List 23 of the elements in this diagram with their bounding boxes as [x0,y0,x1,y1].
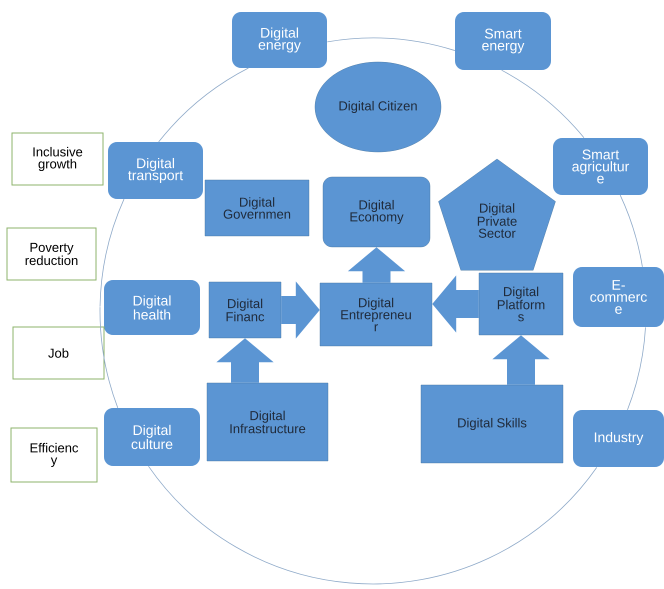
outcome-box: Poverty reduction [6,228,96,280]
process-box: Digital Skills [420,384,564,464]
ring-line [620,194,643,268]
rounded-box: E- commerc e [573,266,664,327]
process-box: Digital Infrastructure [206,382,328,462]
ring-line [627,326,646,410]
process-box: Digital Governmen [204,180,310,236]
rounded-box: Digital transport [108,142,203,199]
ring-line [100,198,124,308]
ring-line [158,68,249,142]
outcome-box: Inclusive growth [12,132,104,186]
rounded-box: Digital energy [232,12,327,68]
rounded-box: Smart energy [455,12,551,70]
ring-line [326,38,456,51]
ring-line [100,306,118,408]
ring-line [148,466,598,584]
outcome-box: Efficienc y [10,427,98,482]
rounded-box: Industry [573,410,664,467]
ring-line [501,70,584,138]
rounded-box: Digital health [104,280,200,335]
rounded-box: Smart agricultur e [553,138,648,195]
outcome-box: Job [12,326,104,380]
rounded-box: Digital culture [104,408,200,466]
